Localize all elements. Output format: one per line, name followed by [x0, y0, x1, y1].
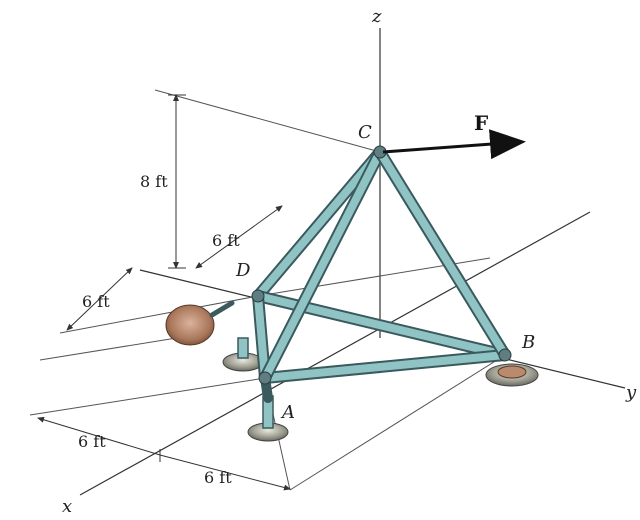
dim-left-depth: [66, 267, 133, 331]
joint-b: [498, 348, 512, 362]
point-c-label: C: [358, 122, 372, 143]
dim-top-depth: [195, 205, 283, 269]
support-ball-left: [165, 300, 235, 346]
dimension-labels: 8 ft 6 ft 6 ft 6 ft 6 ft: [78, 172, 240, 487]
force-label: F: [474, 111, 488, 135]
supports: [165, 300, 539, 442]
support-base-a: [247, 395, 289, 442]
dimension-lines: [37, 94, 291, 491]
dim-bottom-right-label: 6 ft: [204, 468, 232, 487]
joint-a: [258, 371, 272, 385]
truss-members: [252, 146, 511, 403]
axis-labels: z y x: [62, 6, 637, 517]
point-labels: C D A B: [235, 122, 535, 423]
ref-line-top: [154, 89, 381, 153]
z-axis-label: z: [371, 6, 382, 27]
dim-bottom-left: [37, 416, 161, 456]
x-axis: [79, 211, 591, 496]
dim-bottom-left-label: 6 ft: [78, 432, 106, 451]
force-f: F: [382, 111, 526, 160]
axes: [79, 28, 626, 496]
dim-bottom-right: [159, 454, 291, 491]
reference-lines: [29, 89, 506, 491]
ref-line-a-left: [29, 377, 266, 416]
ref-line-mid-left: [39, 334, 196, 361]
dim-left-depth-label: 6 ft: [82, 292, 110, 311]
support-base-b: [485, 363, 539, 387]
x-axis-label: x: [62, 496, 72, 517]
force-arrow: [382, 129, 526, 160]
point-d-label: D: [235, 260, 251, 281]
dim-top-depth-label: 6 ft: [212, 231, 240, 250]
ref-line-b-down: [289, 354, 506, 491]
point-b-label: B: [521, 332, 535, 353]
joint-d: [251, 289, 265, 303]
y-axis-label: y: [625, 382, 637, 403]
dim-height-label: 8 ft: [140, 172, 168, 191]
point-a-label: A: [280, 402, 295, 423]
